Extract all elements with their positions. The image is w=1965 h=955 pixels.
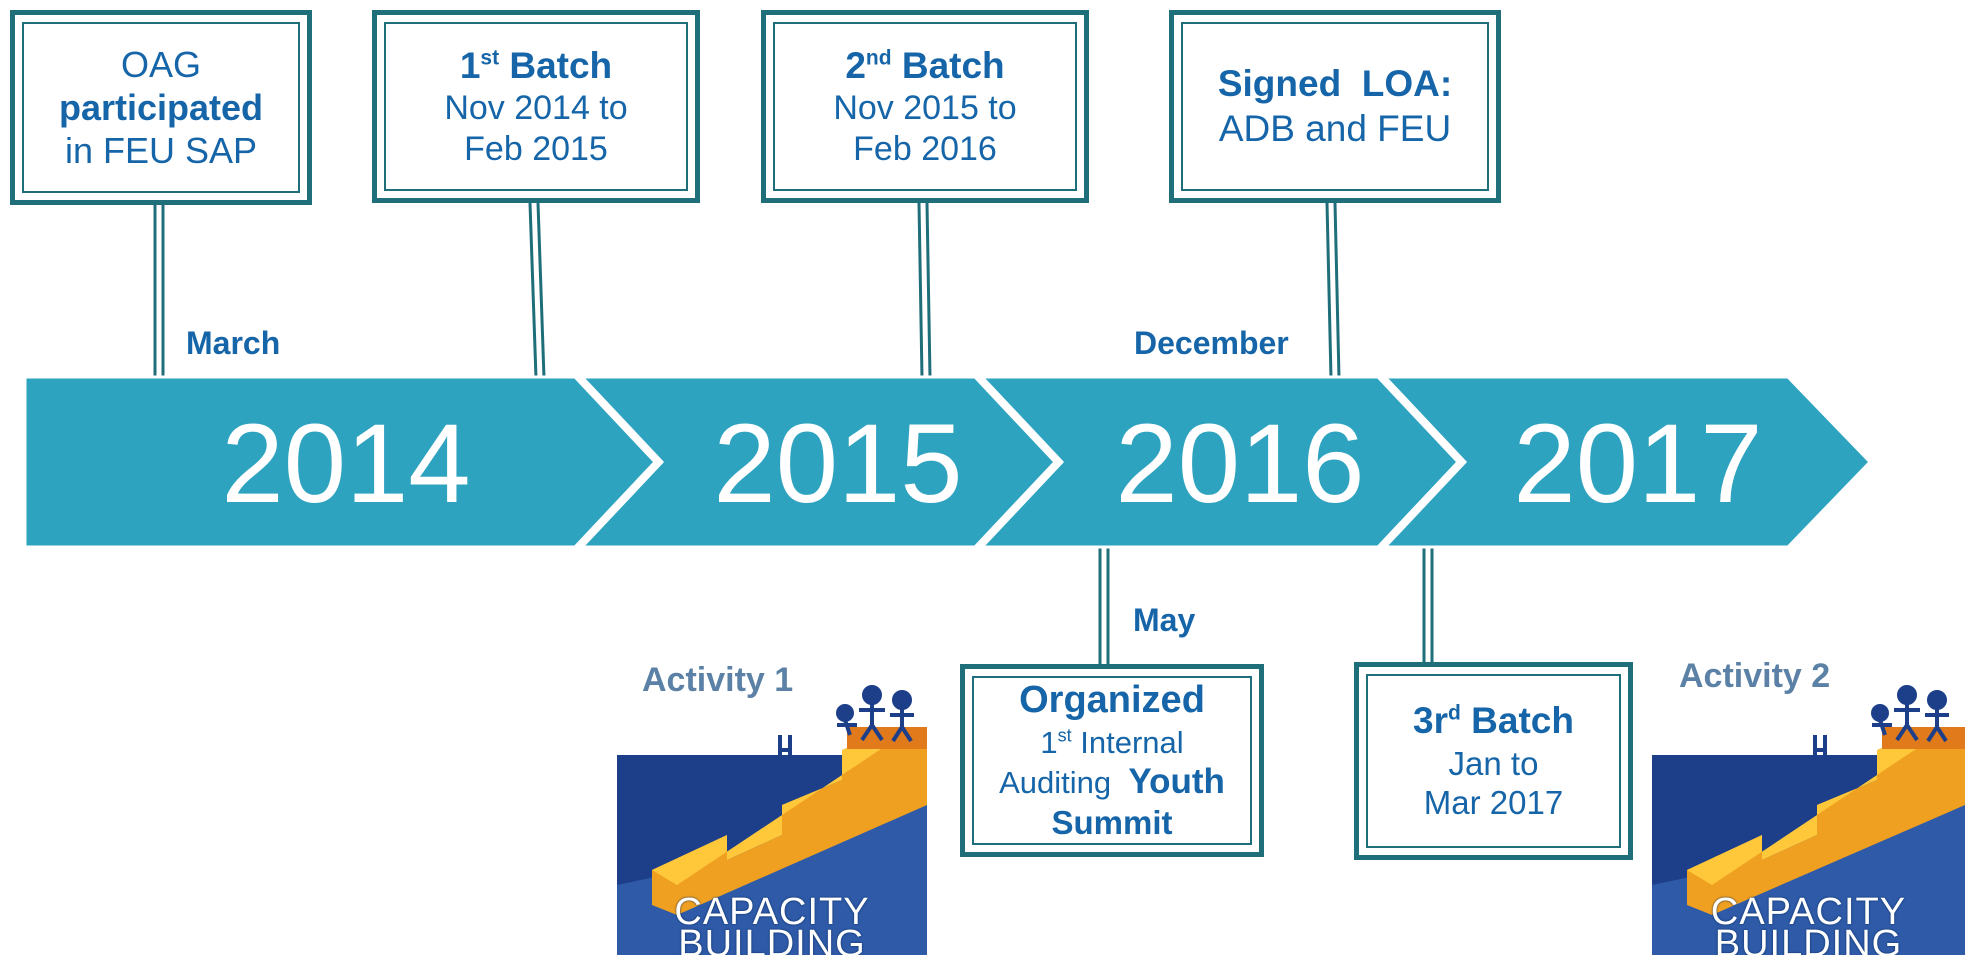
event-oag-line2: participated xyxy=(58,86,264,128)
month-label-december: December xyxy=(1134,325,1289,361)
event-box-oag: OAG participated in FEU SAP xyxy=(10,10,312,205)
month-label-may: May xyxy=(1133,602,1196,638)
event-batch1-line3: Feb 2015 xyxy=(464,129,608,168)
event-oag-line3: in FEU SAP xyxy=(64,130,258,172)
event-box-batch2: 2nd Batch Nov 2015 to Feb 2016 xyxy=(761,10,1089,203)
year-segment-2015 xyxy=(578,375,1058,549)
activity-2-cap-line1: CAPACITY xyxy=(1710,891,1907,933)
event-batch1-line2: Nov 2014 to xyxy=(444,88,628,127)
event-batch2-line3: Feb 2016 xyxy=(853,129,997,168)
connector-lines xyxy=(153,202,1434,665)
year-segment-2014 xyxy=(23,375,658,549)
capacity-building-icon xyxy=(1652,685,1965,955)
event-oag-line1: OAG xyxy=(120,43,201,85)
event-summit-line4: Summit xyxy=(1051,804,1173,842)
event-batch3-title: 3rd Batch xyxy=(1413,700,1574,742)
event-batch3-line3: Mar 2017 xyxy=(1423,784,1564,822)
activity-2-title: Activity 2 xyxy=(1679,657,1831,695)
activity-badge-1: Activity 1 CAPACITY BUILDING xyxy=(617,655,927,955)
event-summit-line1: Organized xyxy=(1019,679,1205,722)
year-segment-2016 xyxy=(978,375,1461,549)
event-loa-line1: Signed LOA: xyxy=(1217,63,1453,105)
year-label-2014: 2014 xyxy=(221,401,470,526)
event-batch2-title: 2nd Batch xyxy=(845,44,1005,86)
event-batch3-line2: Jan to xyxy=(1448,744,1539,782)
event-batch1-title: 1st Batch xyxy=(459,44,613,86)
activity-badge-2: Activity 2 CAPACITY BUILDING xyxy=(1652,655,1965,955)
event-box-loa: Signed LOA: ADB and FEU xyxy=(1169,10,1501,203)
activity-1-title: Activity 1 xyxy=(642,661,794,699)
activity-1-cap-line1: CAPACITY xyxy=(674,891,870,933)
event-summit-line2: 1st Internal xyxy=(1040,724,1184,760)
event-box-batch3: 3rd Batch Jan to Mar 2017 xyxy=(1354,662,1633,860)
year-arrow-band xyxy=(23,375,1873,549)
year-segment-2017 xyxy=(1381,375,1873,549)
event-box-batch1: 1st Batch Nov 2014 to Feb 2015 xyxy=(372,10,700,203)
year-label-2015: 2015 xyxy=(713,401,962,526)
activity-1-cap-line2: BUILDING xyxy=(678,923,866,955)
year-label-2017: 2017 xyxy=(1513,401,1762,526)
event-box-summit: Organized 1st Internal Auditing Youth Su… xyxy=(960,664,1264,857)
activity-2-cap-line2: BUILDING xyxy=(1714,923,1903,955)
event-batch2-line2: Nov 2015 to xyxy=(833,88,1017,127)
month-label-march: March xyxy=(186,325,281,361)
year-label-2016: 2016 xyxy=(1115,401,1364,526)
capacity-building-icon xyxy=(617,685,927,955)
event-loa-line2: ADB and FEU xyxy=(1218,107,1452,149)
event-summit-line3: Auditing Youth xyxy=(999,762,1225,802)
